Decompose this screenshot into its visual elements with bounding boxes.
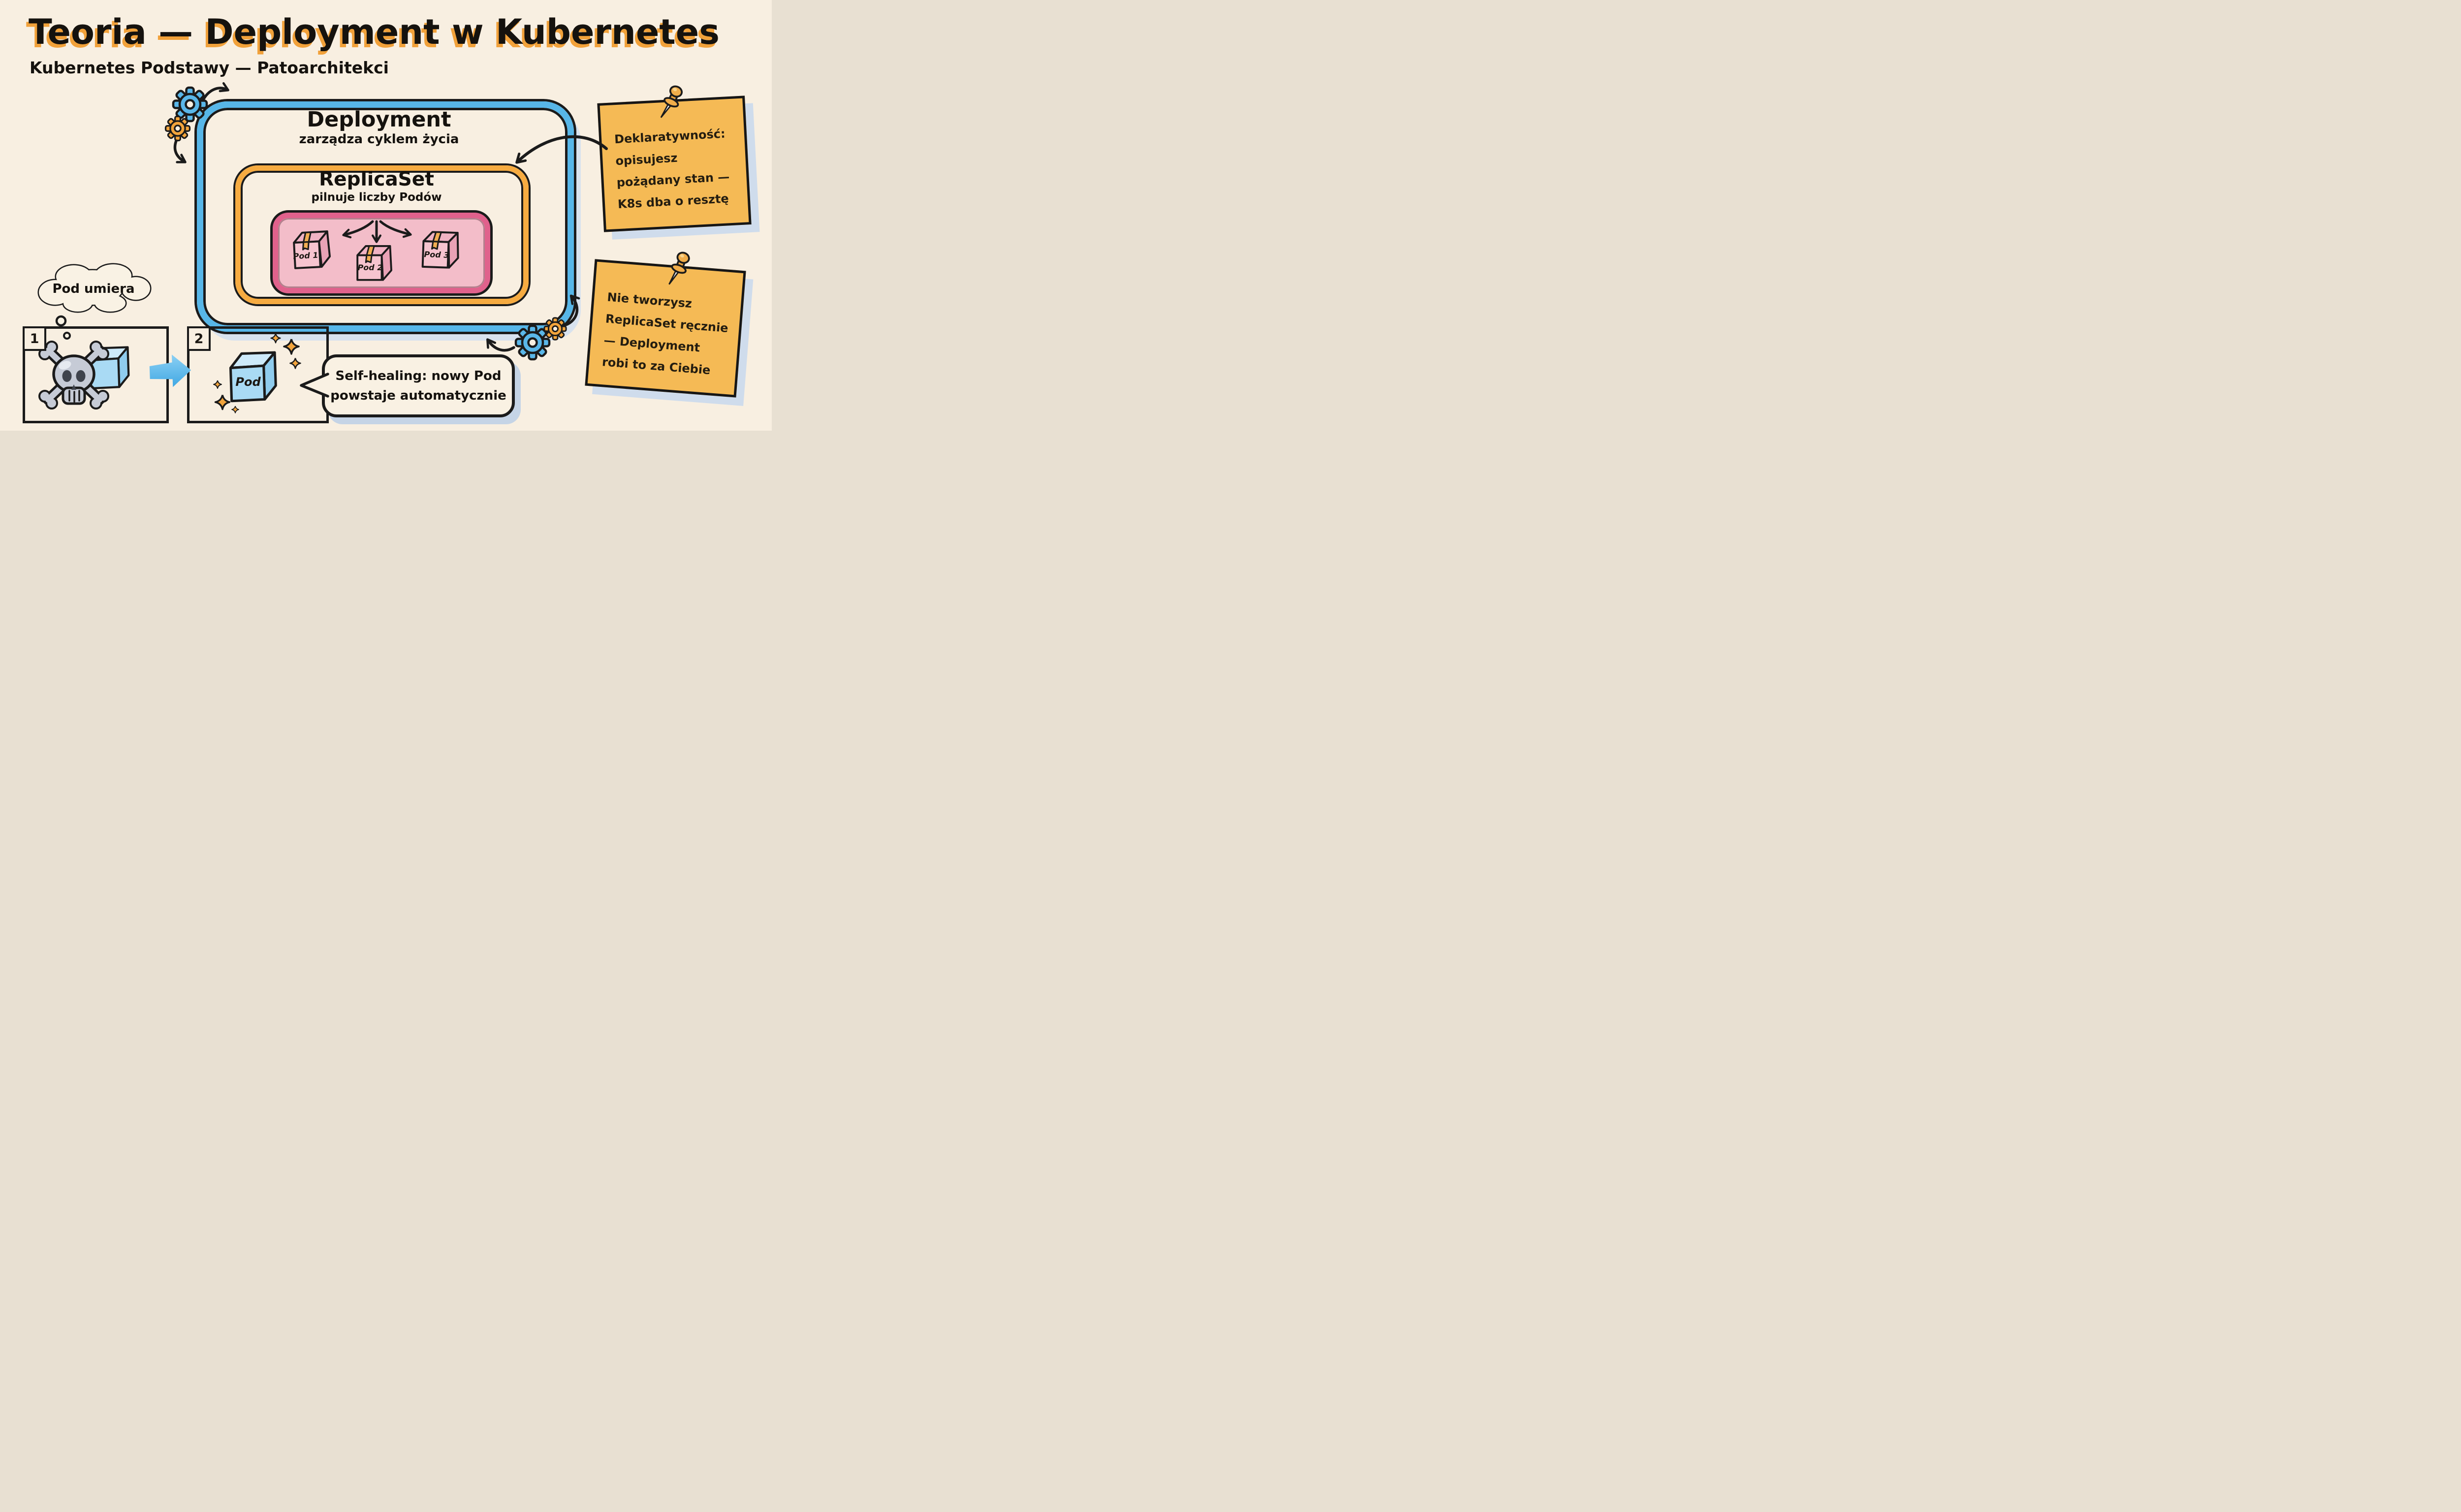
gear-icon <box>164 115 191 142</box>
replicaset-caption: pilnuje liczby Podów <box>311 191 442 204</box>
pod-1-label: Pod 1 <box>293 250 318 261</box>
new-pod-label: Pod <box>235 375 261 389</box>
panel-1-number: 1 <box>23 326 46 351</box>
pod-2-label: Pod 2 <box>357 263 383 272</box>
page-title: Teoria — Deployment w Kubernetes <box>29 12 720 52</box>
deployment-title: Deployment <box>307 107 451 132</box>
deployment-caption: zarządza cyklem życia <box>299 132 459 147</box>
sticky-note-replicaset: Nie tworzysz ReplicaSet ręcznie — Deploy… <box>585 259 746 398</box>
pod-3-label: Pod 3 <box>424 250 449 260</box>
replicaset-title: ReplicaSet <box>319 168 434 190</box>
speech-line: Self-healing: nowy Pod <box>335 369 502 383</box>
replicaset-box <box>235 165 529 304</box>
panel-2-number: 2 <box>187 326 211 351</box>
thought-bubble-text: Pod umiera <box>52 282 135 296</box>
page-subtitle: Kubernetes Podstawy — Patoarchitekci <box>30 58 389 77</box>
infographic-canvas: Teoria — Deployment w Kubernetes Kuberne… <box>0 0 772 431</box>
speech-bubble: Self-healing: nowy Pod powstaje automaty… <box>322 354 515 417</box>
sticky-note-declarative: Deklaratywność: opisujesz pożądany stan … <box>597 95 752 232</box>
speech-line: powstaje automatycznie <box>330 388 506 403</box>
